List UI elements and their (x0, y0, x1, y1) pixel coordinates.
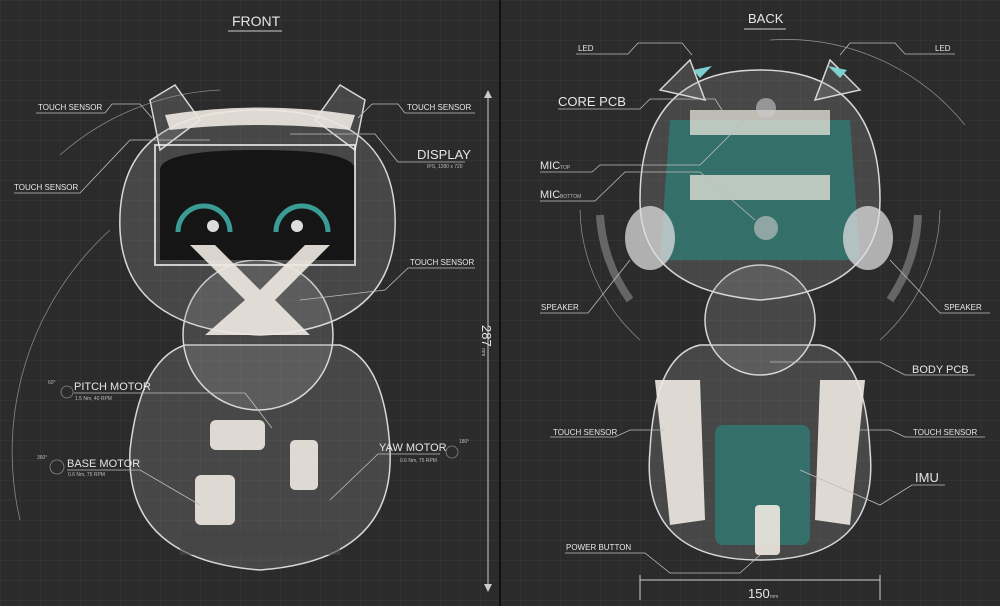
label-display: DISPLAY (417, 147, 471, 162)
label-touch-sensor-back-left: TOUCH SENSOR (553, 428, 618, 437)
label-pitch-motor: PITCH MOTOR (74, 381, 151, 393)
label-mic-top-sub: TOP (560, 165, 571, 171)
back-robot-illustration (579, 39, 966, 561)
label-mic-top: MIC (540, 160, 560, 172)
base-rotation-icon (49, 459, 65, 475)
label-core-pcb: CORE PCB (558, 94, 626, 109)
label-touch-sensor-top-left: TOUCH SENSOR (38, 103, 103, 112)
label-base-motor-spec: 0.6 Nm, 75 RPM (68, 472, 105, 478)
back-title: BACK (748, 11, 784, 26)
yaw-rotation-icon (445, 445, 459, 459)
label-touch-sensor-back-right: TOUCH SENSOR (913, 428, 978, 437)
label-pitch-motor-spec: 1.5 Nm, 40 RPM (75, 396, 112, 402)
yaw-angle: 180° (459, 439, 469, 445)
label-touch-sensor-top-right: TOUCH SENSOR (407, 103, 472, 112)
label-touch-sensor-right: TOUCH SENSOR (410, 258, 475, 267)
height-unit: mm (480, 348, 486, 356)
label-speaker-right: SPEAKER (944, 303, 982, 312)
label-base-motor: BASE MOTOR (67, 458, 140, 470)
label-mic-bottom-sub: BOTTOM (560, 194, 581, 200)
label-led-left: LED (578, 44, 594, 53)
pitch-angle: 60° (48, 380, 56, 386)
front-robot-illustration (11, 84, 396, 571)
label-touch-sensor-left: TOUCH SENSOR (14, 183, 79, 192)
label-power-button: POWER BUTTON (566, 543, 631, 552)
height-value: 287 (479, 325, 494, 347)
label-led-right: LED (935, 44, 951, 53)
front-title: FRONT (232, 13, 281, 29)
pitch-rotation-icon (60, 385, 74, 399)
label-mic-bottom: MIC (540, 189, 560, 201)
label-imu: IMU (915, 470, 939, 485)
base-angle: 360° (37, 455, 47, 461)
width-unit: mm (770, 594, 778, 600)
label-yaw-motor: YAW MOTOR (379, 442, 447, 454)
label-yaw-motor-spec: 0.6 Nm, 75 RPM (400, 458, 437, 464)
width-value: 150 (748, 586, 770, 601)
label-speaker-left: SPEAKER (541, 303, 579, 312)
label-body-pcb: BODY PCB (912, 364, 969, 376)
label-display-spec: IPS, 1280 x 720 (427, 164, 463, 170)
